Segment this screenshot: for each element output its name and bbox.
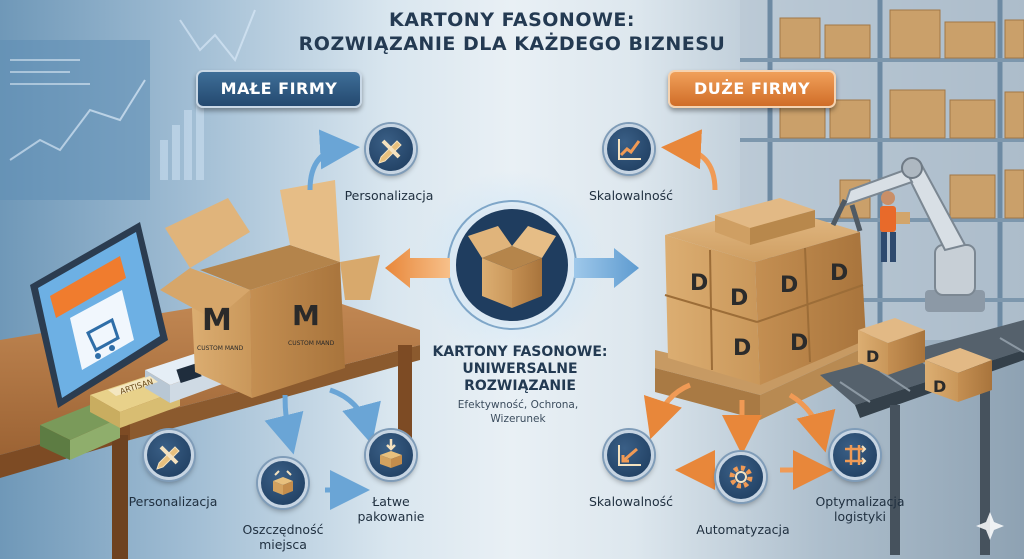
label-easy-packing: Łatwe pakowanie <box>346 494 436 524</box>
label-space-saving-line-2: miejsca <box>259 537 307 552</box>
label-scalability-top: Skalowalność <box>588 188 674 203</box>
folded-box-icon <box>258 458 308 508</box>
label-personalization-top: Personalizacja <box>344 188 434 203</box>
robot-arm <box>830 157 985 312</box>
conveyor-belt: D D <box>820 318 1024 555</box>
box-logo-d-1: D <box>690 271 708 296</box>
center-subtitle-line-2: Wizerunek <box>490 413 546 425</box>
label-logistics: Optymalizacja logistyki <box>800 494 920 524</box>
small-packages: ARTISAN <box>40 352 225 460</box>
center-title-line-1: KARTONY FASONOWE: <box>432 344 608 360</box>
growth-chart-icon <box>604 124 654 174</box>
right-flow-arrows <box>643 129 836 490</box>
conveyor-box-logo-1: D <box>866 347 879 366</box>
main-title-line-1: KARTONY FASONOWE: <box>388 9 636 31</box>
label-personalization-bottom: Personalizacja <box>128 494 218 509</box>
label-logistics-line-2: logistyki <box>833 509 887 524</box>
center-title-line-3: ROZWIĄZANIE <box>464 378 576 394</box>
label-automation: Automatyzacja <box>696 522 790 537</box>
small-business-banner: MAŁE FIRMY <box>196 70 362 108</box>
box-packing-icon <box>366 430 416 480</box>
warehouse-worker <box>880 191 910 262</box>
left-screen-background <box>0 9 256 200</box>
gear-icon <box>716 452 766 502</box>
label-space-saving: Oszczędność miejsca <box>228 522 338 552</box>
label-logistics-line-1: Optymalizacja <box>815 494 905 509</box>
conveyor-box-logo-2: D <box>933 377 946 396</box>
box-logo-d-6: D <box>790 331 808 356</box>
center-title-line-2: UNIWERSALNE <box>462 361 578 377</box>
pallet-stack: D D D D D D <box>655 198 870 420</box>
main-title: KARTONY FASONOWE: ROZWIĄZANIE DLA KAŻDEG… <box>262 8 762 56</box>
label-easy-packing-line-2: pakowanie <box>357 509 425 524</box>
label-scalability-bottom: Skalowalność <box>588 494 674 509</box>
pencil-ruler-icon-2 <box>144 430 194 480</box>
center-subtitle: Efektywność, Ochrona, Wizerunek <box>420 398 616 426</box>
tablet <box>30 222 168 408</box>
sparkle-icon <box>976 512 1004 540</box>
large-business-banner: DUŻE FIRMY <box>668 70 836 108</box>
box-brand-text-side: CUSTOM MAND <box>288 340 335 347</box>
box-logo-d-4: D <box>830 261 848 286</box>
box-brand-text: CUSTOM MAND <box>197 345 244 352</box>
pencil-ruler-icon <box>366 124 416 174</box>
left-flow-arrows <box>264 129 381 510</box>
label-easy-packing-line-1: Łatwe <box>372 494 410 509</box>
label-space-saving-line-1: Oszczędność <box>242 522 324 537</box>
box-logo-d-5: D <box>733 336 751 361</box>
box-logo-right: M <box>292 299 320 332</box>
box-logo-left: M <box>202 303 232 338</box>
main-title-line-2: ROZWIĄZANIE DLA KAŻDEGO BIZNESU <box>298 33 726 55</box>
box-logo-d-2: D <box>730 286 748 311</box>
scale-chart-icon <box>604 430 654 480</box>
center-emblem <box>417 170 607 360</box>
logistics-flow-icon <box>830 430 880 480</box>
center-arrows <box>385 248 639 288</box>
center-title: KARTONY FASONOWE: UNIWERSALNE ROZWIĄZANI… <box>404 344 636 395</box>
box-logo-d-3: D <box>780 273 798 298</box>
center-subtitle-line-1: Efektywność, Ochrona, <box>457 399 579 411</box>
open-custom-box: M M CUSTOM MAND CUSTOM MAND <box>160 180 380 398</box>
